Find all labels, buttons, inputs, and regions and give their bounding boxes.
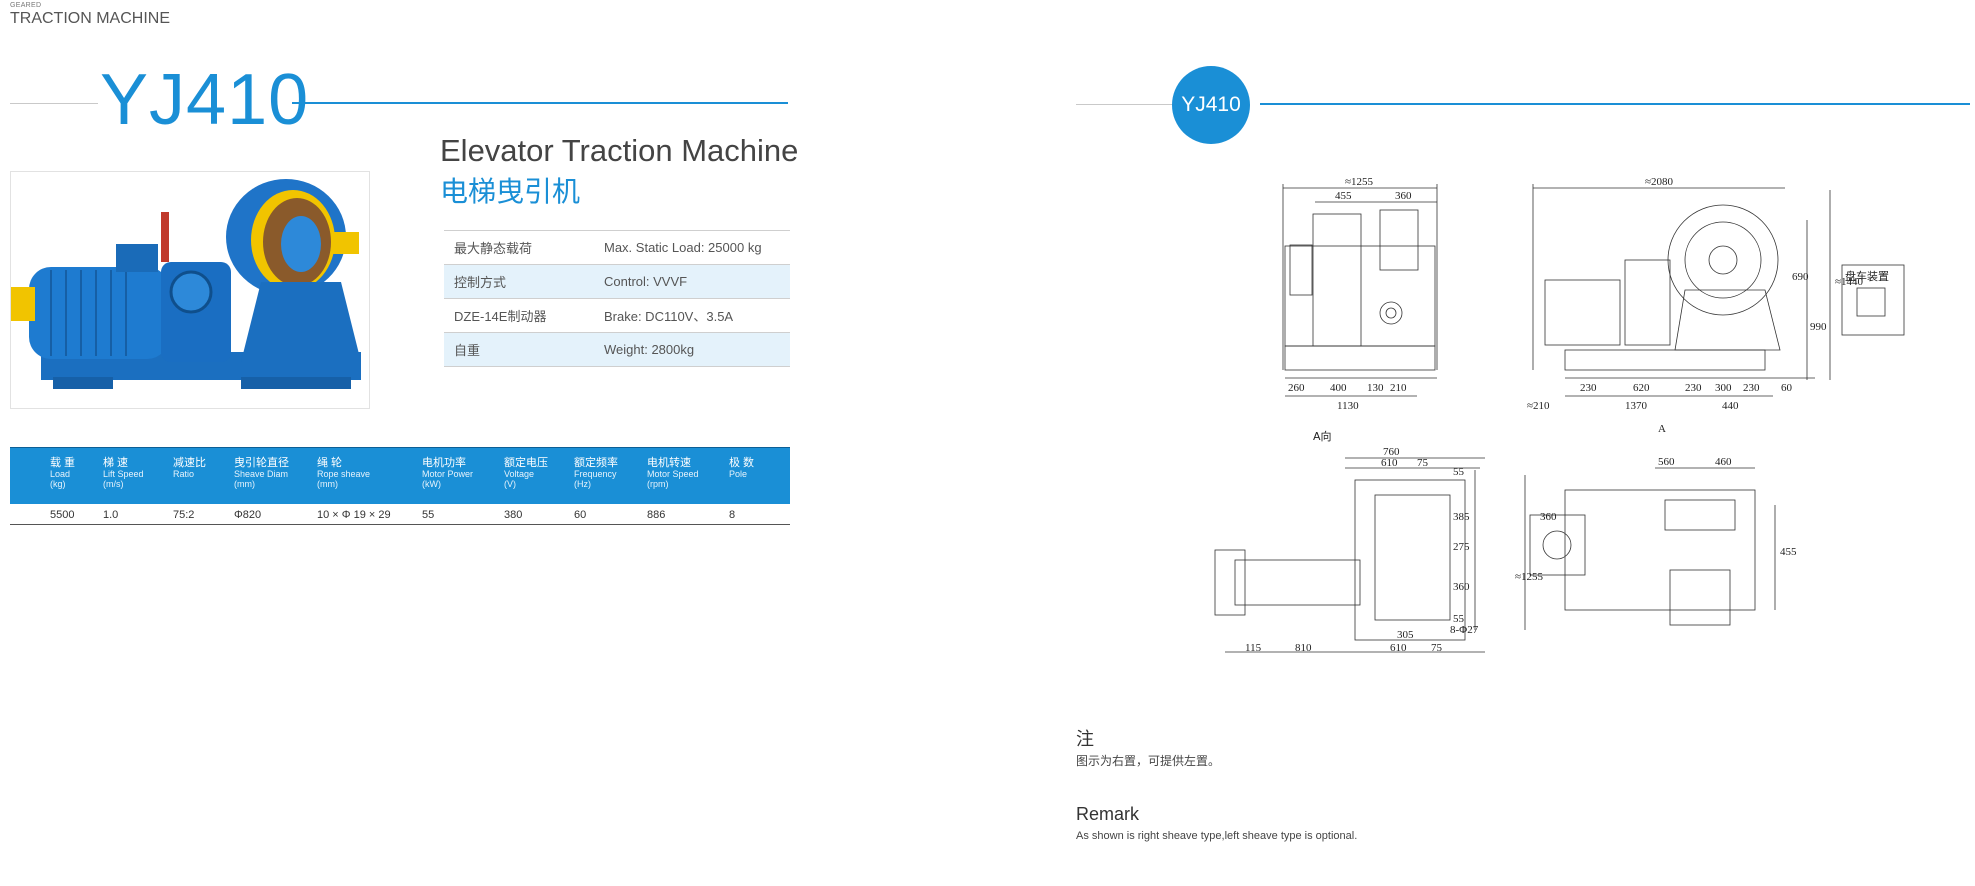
dim-label: 8-Φ27 [1450, 624, 1479, 636]
dim-label: 305 [1397, 629, 1414, 641]
dim-label: 620 [1633, 382, 1650, 394]
spec-label-cn: 自重 [444, 332, 594, 367]
dim-label: 690 [1792, 271, 1809, 283]
inset-label: 盘车装置 [1845, 269, 1889, 283]
dim-label: 455 [1780, 546, 1797, 558]
dim-label: ≈1440 [1835, 276, 1864, 288]
parameter-table-row: 5500 1.0 75:2 Φ820 10 × Φ 19 × 29 55 380… [10, 504, 790, 525]
dim-label: 360 [1453, 581, 1470, 593]
remark-title: Remark [1076, 804, 1140, 824]
spec-value: Control: VVVF [594, 264, 790, 299]
dim-label: 210 [1390, 382, 1407, 394]
dim-label: 455 [1335, 190, 1352, 202]
param-value-motor-speed: 886 [647, 509, 666, 521]
spec-value: Max. Static Load: 25000 kg [594, 230, 790, 265]
param-value-ratio: 75:2 [173, 509, 195, 521]
dim-label: 560 [1658, 456, 1675, 468]
spec-value: Brake: DC110V、3.5A [594, 298, 790, 333]
dim-label: ≈1255 [1345, 176, 1374, 188]
dim-label: 385 [1453, 511, 1470, 523]
dim-label: 130 [1367, 382, 1384, 394]
spec-label-cn: 控制方式 [444, 264, 594, 299]
dim-label: 230 [1580, 382, 1597, 394]
dim-label: 990 [1810, 321, 1827, 333]
product-title-en: Elevator Traction Machine [440, 133, 799, 168]
view-label: A [1658, 423, 1666, 435]
note-body: 图示为右置，可提供左置。 [1076, 754, 1221, 768]
dim-label: ≈1255 [1515, 571, 1544, 583]
header-title: TRACTION MACHINE [10, 10, 170, 27]
dim-label: 275 [1453, 541, 1470, 553]
dim-label: 1130 [1337, 400, 1359, 412]
dim-label: 760 [1383, 446, 1400, 458]
param-value-sheave-diam: Φ820 [234, 509, 262, 521]
dim-label: 1370 [1625, 400, 1648, 412]
dim-label: 460 [1715, 456, 1732, 468]
dim-label: ≈2080 [1645, 176, 1674, 188]
title-rule-right [292, 102, 788, 104]
dim-label: 230 [1685, 382, 1702, 394]
dim-label: 610 [1390, 642, 1407, 654]
dim-label: 115 [1245, 642, 1262, 654]
spec-row: 最大静态载荷 Max. Static Load: 25000 kg [444, 230, 790, 265]
dim-label: 230 [1743, 382, 1760, 394]
spec-label-cn: 最大静态载荷 [444, 230, 594, 265]
param-value-voltage: 380 [504, 509, 523, 521]
spec-table: 最大静态载荷 Max. Static Load: 25000 kg 控制方式 C… [444, 230, 790, 367]
dim-label: 360 [1540, 511, 1557, 523]
model-badge: YJ410 [1172, 66, 1250, 144]
dim-label: 75 [1431, 642, 1443, 654]
param-value-frequency: 60 [574, 509, 587, 521]
title-rule-left [10, 103, 98, 104]
spec-row: 控制方式 Control: VVVF [444, 264, 790, 299]
product-title-cn: 电梯曳引机 [440, 175, 581, 208]
spec-row: 自重 Weight: 2800kg [444, 332, 790, 367]
dim-label: 60 [1781, 382, 1793, 394]
model-title: YJ410 [100, 60, 310, 140]
spec-row: DZE-14E制动器 Brake: DC110V、3.5A [444, 298, 790, 333]
technical-drawing: ≈1255 455 360 260 400 130 210 1130 ≈2080… [1214, 176, 1905, 654]
spec-label-cn: DZE-14E制动器 [444, 298, 594, 333]
right-rule-right [1260, 103, 1970, 105]
param-value-rope-sheave: 10 × Φ 19 × 29 [317, 509, 391, 521]
dim-label: 610 [1381, 457, 1398, 469]
dim-label: 810 [1295, 642, 1312, 654]
right-rule-left [1076, 104, 1172, 105]
param-value-motor-power: 55 [422, 509, 435, 521]
dim-label: ≈210 [1527, 400, 1550, 412]
dim-label: 260 [1288, 382, 1305, 394]
param-value-lift-speed: 1.0 [103, 509, 119, 521]
dim-label: 75 [1417, 457, 1429, 469]
dim-label: 55 [1453, 613, 1465, 625]
product-photo [10, 171, 370, 409]
view-label: A向 [1313, 429, 1332, 443]
header-category: GEARED [10, 2, 42, 9]
param-value-load: 5500 [50, 509, 75, 521]
param-value-pole: 8 [729, 509, 736, 521]
spec-value: Weight: 2800kg [594, 332, 790, 367]
remark-body: As shown is right sheave type,left sheav… [1076, 830, 1358, 842]
dim-label: 400 [1330, 382, 1347, 394]
dim-label: 300 [1715, 382, 1732, 394]
note-title: 注 [1076, 729, 1094, 750]
dim-label: 55 [1453, 466, 1465, 478]
dim-label: 360 [1395, 190, 1412, 202]
dim-label: 440 [1722, 400, 1739, 412]
